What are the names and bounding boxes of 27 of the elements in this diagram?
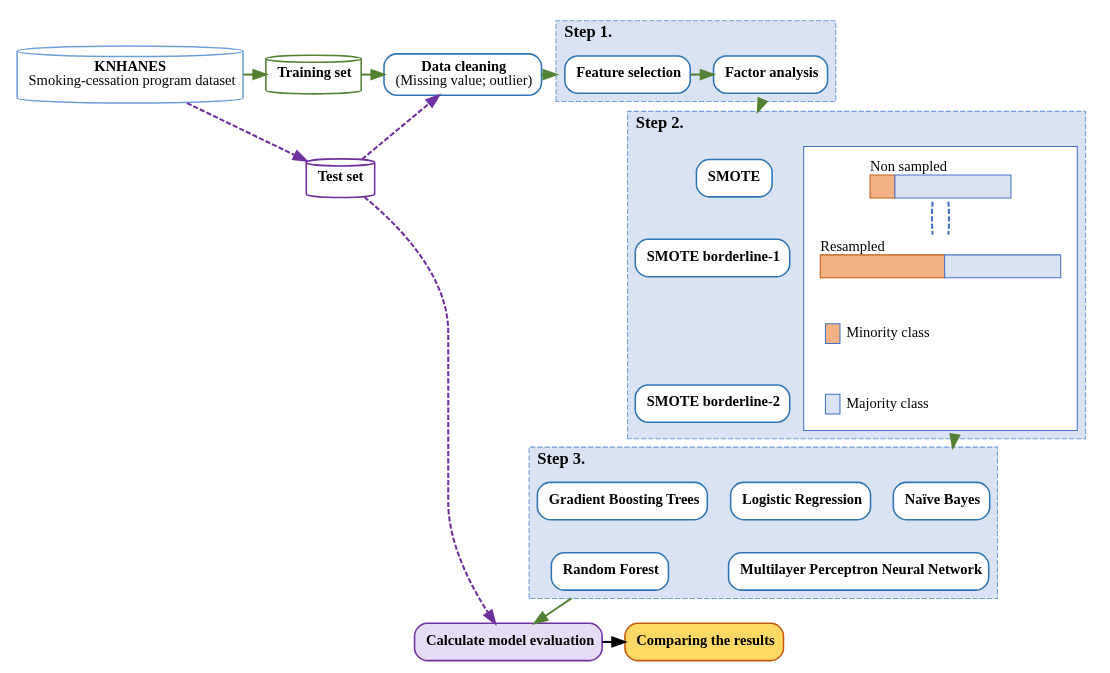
node-box: Factor analysis xyxy=(712,55,828,94)
node-box: Logistic Regression xyxy=(729,481,871,521)
arrow xyxy=(242,68,269,81)
node-box: Data cleaning (Missing value; outlier) xyxy=(382,53,542,97)
connector xyxy=(946,201,950,235)
legend-label: Minority class xyxy=(845,324,930,341)
cluster xyxy=(802,146,1078,432)
node-box: Feature selection xyxy=(563,55,691,94)
arrow xyxy=(689,68,716,81)
legend-label: Majority class xyxy=(845,394,929,411)
arrow xyxy=(601,636,628,648)
arrow xyxy=(361,93,441,160)
node-box: Gradient Boosting Trees xyxy=(536,481,708,521)
node-box: Multilayer Perceptron Neural Network xyxy=(727,552,989,591)
arrow xyxy=(186,102,309,162)
node-box: Random Forest xyxy=(550,552,669,591)
arrow xyxy=(360,68,387,81)
node-box: SMOTE xyxy=(695,158,773,198)
node-box: Comparing the results xyxy=(623,622,784,662)
node-box: SMOTE borderline-2 xyxy=(634,384,790,424)
node-label: Non sampled xyxy=(869,158,947,175)
node-box: Calculate model evaluation xyxy=(413,622,603,662)
node-box: Naïve Bayes xyxy=(892,481,990,521)
arrow xyxy=(363,196,497,626)
connector xyxy=(930,201,934,235)
node-box: SMOTE borderline-1 xyxy=(634,238,790,278)
node-label: Resampled xyxy=(819,237,885,254)
